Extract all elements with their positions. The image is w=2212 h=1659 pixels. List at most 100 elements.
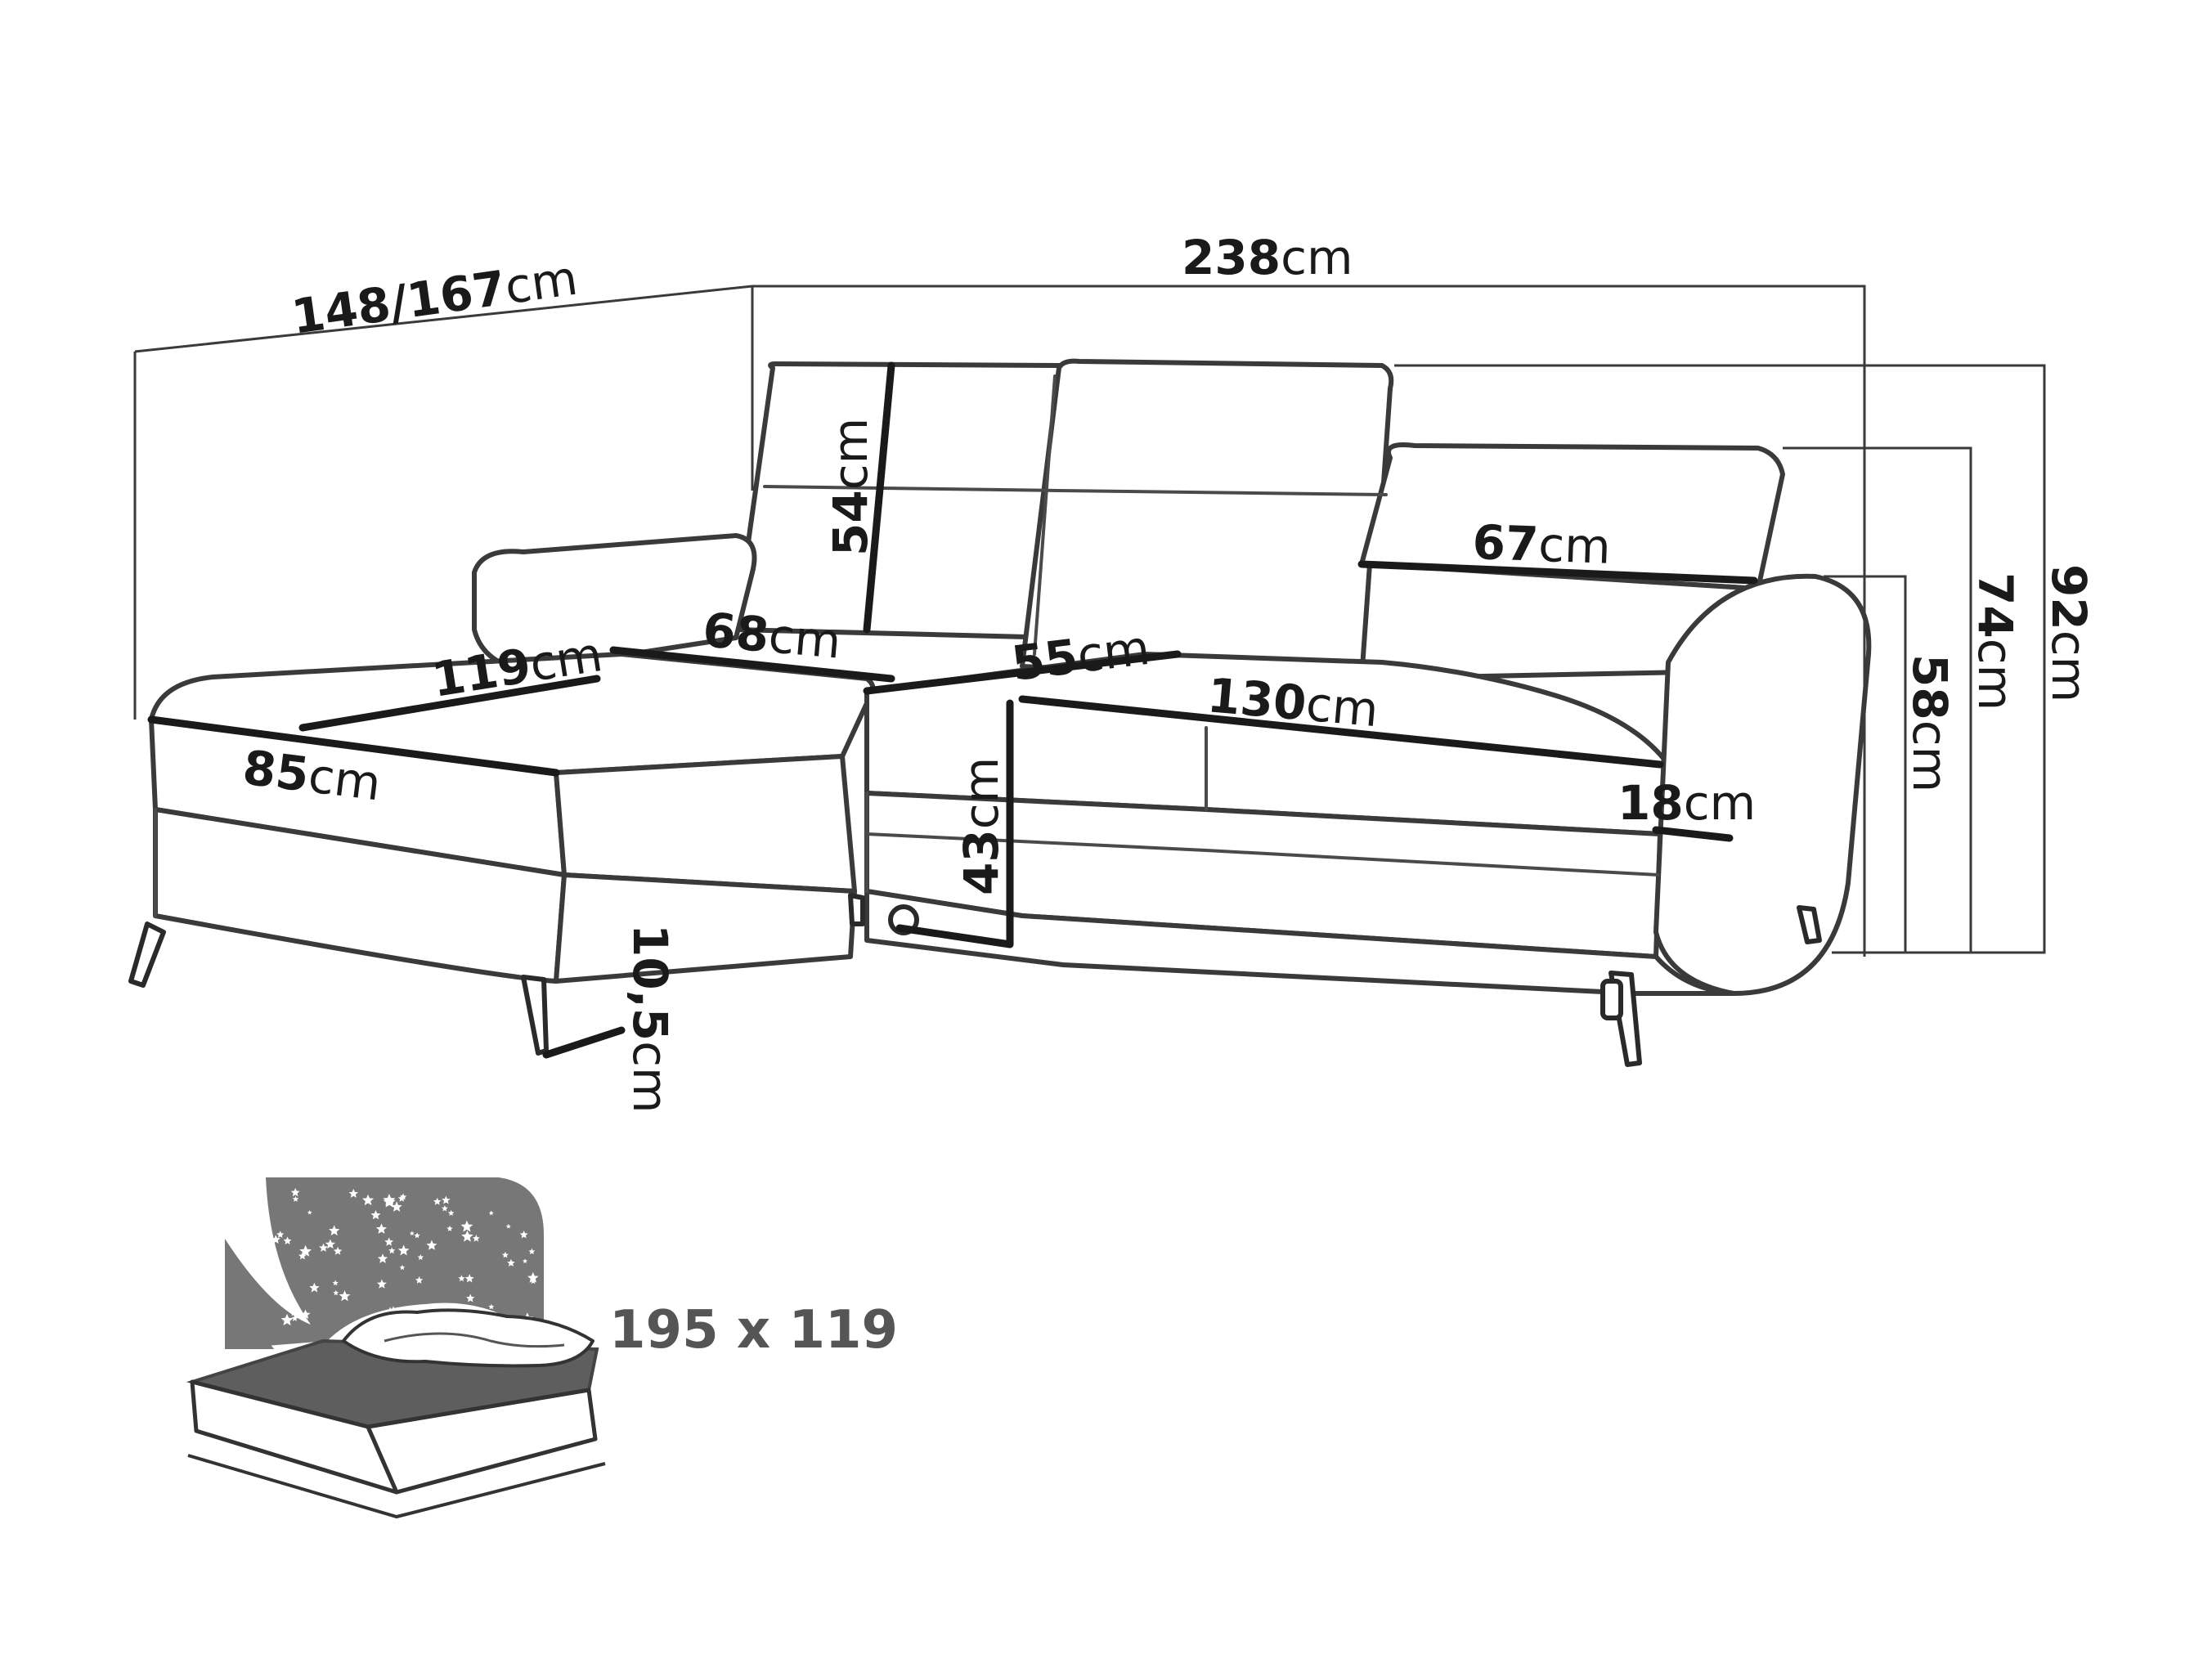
mattress-base-line — [187, 1454, 606, 1519]
star-icon — [271, 1235, 280, 1244]
star-icon — [383, 1194, 396, 1206]
star-icon — [409, 1231, 415, 1235]
leg-chaise-back — [848, 893, 865, 926]
star-icon — [319, 1243, 328, 1252]
back-seam-1 — [1033, 374, 1057, 656]
line-55 — [863, 650, 1182, 695]
star-icon — [417, 1254, 424, 1260]
star-icon — [399, 1264, 406, 1271]
back-seam-3 — [1057, 489, 1388, 496]
headrest — [1359, 442, 1785, 591]
guide-chaise-depth — [134, 285, 1866, 957]
star-icon — [464, 1274, 474, 1283]
line-67 — [1357, 560, 1758, 585]
star-icon — [332, 1280, 339, 1286]
label-67: 67cm — [1472, 514, 1612, 575]
star-icon — [339, 1290, 351, 1302]
sky-curve — [225, 1239, 274, 1349]
star-icon — [280, 1313, 294, 1325]
star-icon — [461, 1230, 473, 1242]
star-icon — [333, 1246, 343, 1255]
line-130 — [1018, 695, 1664, 769]
label-238: 238cm — [1182, 230, 1353, 285]
star-icon — [523, 1258, 528, 1263]
measure-lines — [147, 361, 1758, 1059]
star-icon — [370, 1210, 381, 1220]
star-icon — [377, 1253, 388, 1263]
star-icon — [292, 1195, 299, 1202]
label-85: 85cm — [240, 739, 384, 811]
guide-74 — [1783, 446, 1972, 953]
dimension-guides — [133, 285, 2046, 957]
star-icon — [488, 1210, 494, 1216]
label-54: 54cm — [823, 418, 878, 556]
star-icon — [442, 1195, 451, 1204]
label-92: 92cm — [2041, 564, 2097, 702]
mattress-side — [366, 1388, 598, 1495]
star-icon — [505, 1223, 511, 1229]
right-armrest — [1653, 573, 1872, 996]
star-icon — [291, 1315, 298, 1321]
star-icon — [507, 1258, 515, 1267]
star-icon — [397, 1195, 406, 1202]
bed-size-label: 195 x 119 — [609, 1300, 898, 1361]
star-icon — [466, 1294, 475, 1303]
label-130: 130cm — [1205, 667, 1381, 738]
star-icon — [460, 1220, 473, 1232]
star-icon — [299, 1244, 312, 1257]
star-icon — [446, 1225, 453, 1231]
back-cushion-right — [1020, 358, 1394, 685]
main-seat-cushion — [864, 652, 1671, 836]
star-icon — [384, 1237, 394, 1246]
star-icon — [433, 1197, 442, 1205]
star-icon — [442, 1205, 448, 1212]
leg-main-right — [1797, 905, 1822, 944]
line-leg — [542, 1026, 626, 1059]
chaise-base-side — [554, 872, 857, 984]
leg-chaise-front-left — [128, 921, 166, 988]
star-icon — [283, 1236, 292, 1244]
star-icon — [298, 1252, 307, 1260]
label-43: 43cm — [953, 757, 1009, 895]
star-icon — [519, 1231, 528, 1239]
label-58: 58cm — [1902, 654, 1958, 792]
label-148-167: 148/167cm — [288, 250, 581, 345]
star-icon — [501, 1251, 509, 1258]
leg-main-middle — [1600, 979, 1623, 1020]
line-54 — [863, 361, 895, 634]
star-icon — [447, 1209, 455, 1216]
night-sky-headboard — [225, 1177, 544, 1349]
line-18 — [1652, 826, 1734, 842]
star-icon — [530, 1278, 536, 1285]
line-85 — [147, 715, 560, 777]
sofa-drawing — [128, 358, 1872, 1067]
star-icon — [527, 1271, 539, 1283]
star-icon — [426, 1240, 437, 1250]
star-icon — [388, 1247, 396, 1254]
star-icon — [309, 1282, 320, 1293]
star-icon — [488, 1303, 495, 1310]
line-119 — [298, 675, 601, 732]
star-icon — [271, 1290, 280, 1298]
star-icon — [415, 1276, 424, 1284]
label-68: 68cm — [701, 602, 843, 669]
seat-edge — [865, 832, 1660, 877]
star-icon — [377, 1279, 387, 1289]
star-icon — [329, 1225, 340, 1235]
star-icon — [307, 1210, 312, 1215]
line-68 — [609, 646, 895, 683]
star-icon — [333, 1289, 339, 1296]
star-icon — [325, 1239, 335, 1249]
star-icon — [472, 1235, 480, 1242]
label-18: 18cm — [1617, 775, 1756, 831]
main-base — [864, 889, 1736, 996]
pillow — [342, 1308, 595, 1368]
star-icon — [414, 1232, 420, 1239]
guide-58 — [1824, 575, 1907, 953]
line-43-bottom — [895, 924, 1014, 948]
star-icon — [276, 1231, 285, 1238]
back-cushion-left — [734, 361, 1067, 640]
star-icon — [458, 1275, 465, 1282]
star-icon — [375, 1223, 387, 1234]
